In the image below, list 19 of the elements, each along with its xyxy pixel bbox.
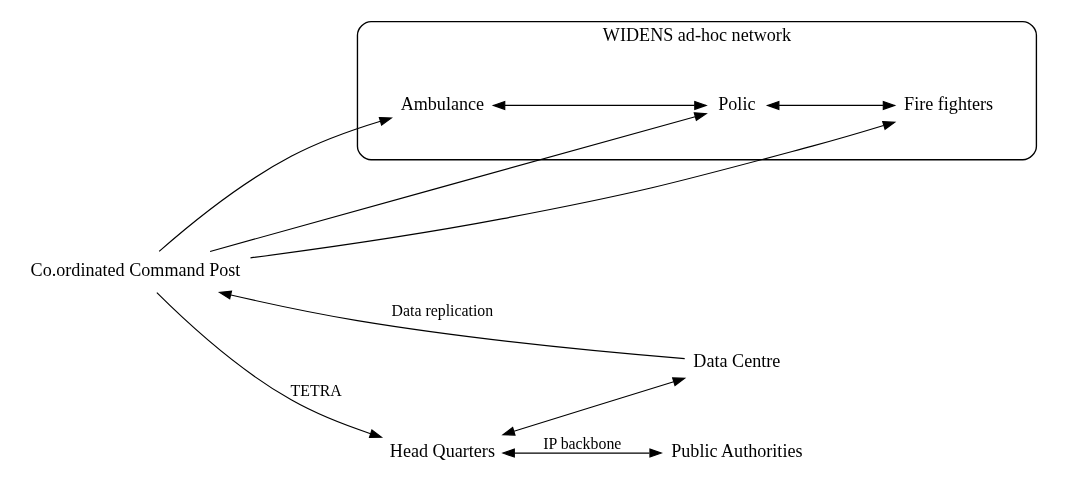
arrow: [500, 377, 686, 436]
arrow: [209, 112, 708, 253]
arrow: [249, 121, 896, 259]
arrow: [765, 100, 896, 111]
arrow: [217, 290, 685, 360]
arrow: [158, 116, 393, 252]
arrow: [491, 100, 708, 111]
edge-label: IP backbone: [542, 434, 621, 452]
node-text: Polic: [717, 93, 755, 114]
node-text: Ambulance: [400, 93, 484, 114]
arrow: [155, 292, 383, 439]
node-text: Data Centre: [692, 350, 780, 371]
arrow: [500, 448, 663, 458]
node-text: Public Authorities: [670, 441, 802, 462]
node-text: Head Quarters: [389, 441, 495, 462]
edge-label: TETRA: [290, 381, 342, 399]
edge-label: Data replication: [391, 302, 493, 320]
node-text: Fire fighters: [903, 93, 993, 114]
node-text: Co.ordinated Command Post: [30, 260, 240, 281]
